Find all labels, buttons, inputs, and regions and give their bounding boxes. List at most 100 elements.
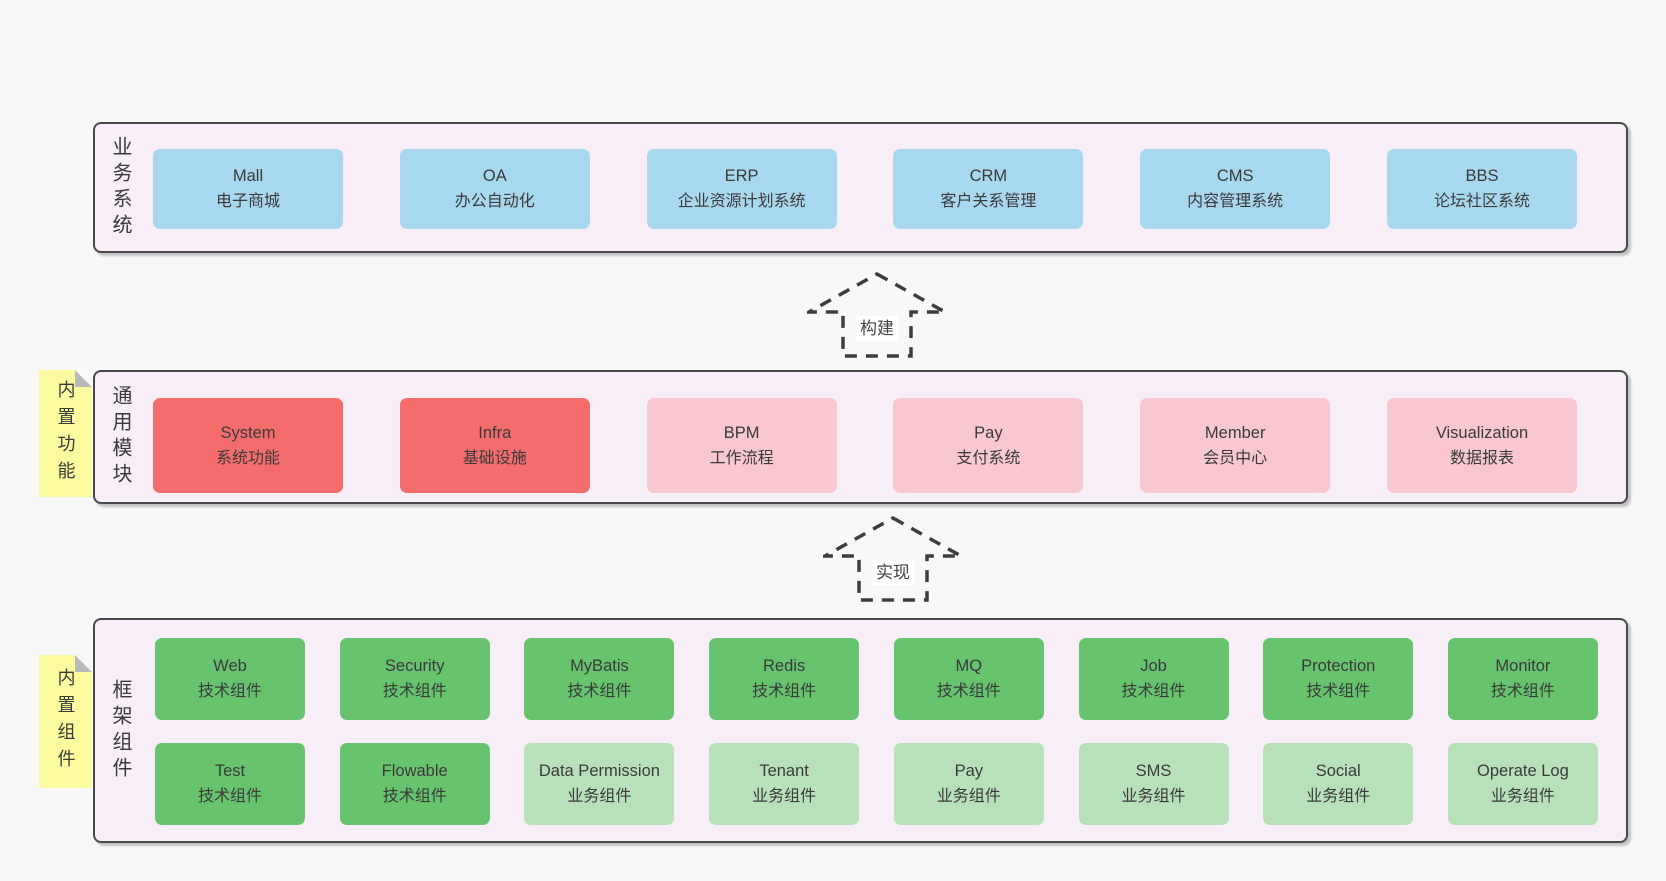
box-subtitle: 技术组件	[752, 683, 817, 700]
box-title: Job	[1140, 657, 1167, 675]
box-system: System 系统功能	[153, 398, 343, 493]
box-title: ERP	[724, 167, 759, 185]
box-subtitle: 技术组件	[936, 683, 1001, 700]
box-bpm: BPM 工作流程	[646, 398, 837, 493]
box-crm: CRM 客户关系管理	[893, 149, 1084, 229]
box-mall: Mall 电子商城	[153, 149, 343, 229]
box-subtitle: 技术组件	[197, 788, 262, 805]
box-subtitle: 技术组件	[1306, 683, 1371, 700]
box-title: CRM	[969, 167, 1008, 185]
box-title: Data Permission	[538, 762, 660, 780]
build-arrow-label: 构建	[856, 316, 898, 341]
box-cms: CMS 内容管理系统	[1140, 149, 1331, 229]
box-subtitle: 业务组件	[1490, 788, 1555, 805]
box-subtitle: 技术组件	[1490, 683, 1555, 700]
box-subtitle: 技术组件	[1121, 683, 1186, 700]
box-subtitle: 内容管理系统	[1187, 193, 1284, 210]
box-subtitle: 客户关系管理	[940, 193, 1037, 210]
box-data-permission: Data Permission 业务组件	[524, 743, 675, 825]
box-infra: Infra 基础设施	[399, 398, 590, 493]
box-subtitle: 业务组件	[567, 788, 632, 805]
box-subtitle: 企业资源计划系统	[677, 193, 806, 210]
box-title: BPM	[723, 423, 760, 442]
box-mybatis: MyBatis 技术组件	[524, 638, 675, 720]
box-sms: SMS 业务组件	[1078, 743, 1229, 825]
box-social: Social 业务组件	[1263, 743, 1414, 825]
box-subtitle: 支付系统	[956, 449, 1021, 467]
business-box-row: Mall 电子商城 OA 办公自动化 ERP 企业资源计划系统 CRM 客户关系管理 CMS 内容…	[153, 149, 1577, 229]
layer-modules-label: 通用模块	[109, 385, 131, 489]
box-title: Protection	[1301, 657, 1376, 675]
box-title: Flowable	[381, 762, 448, 780]
modules-box-row: System 系统功能 Infra 基础设施 BPM 工作流程 Pay 支付系统 Member 会…	[153, 398, 1577, 493]
box-subtitle: 数据报表	[1449, 449, 1514, 467]
box-tenant: Tenant 业务组件	[709, 743, 860, 825]
box-title: MQ	[955, 657, 983, 675]
box-redis: Redis 技术组件	[709, 638, 860, 720]
box-job: Job 技术组件	[1078, 638, 1229, 720]
implement-arrow: 实现	[823, 516, 963, 602]
box-pay: Pay 支付系统	[893, 398, 1084, 493]
sticky-builtin-features-label: 内置功能	[55, 379, 76, 488]
box-title: SMS	[1135, 762, 1172, 780]
box-subtitle: 技术组件	[382, 788, 447, 805]
box-subtitle: 技术组件	[382, 683, 447, 700]
box-title: Tenant	[759, 762, 809, 780]
box-title: Test	[214, 762, 246, 780]
sticky-builtin-components-label: 内置组件	[55, 667, 76, 776]
box-subtitle: 会员中心	[1203, 449, 1268, 467]
sticky-note-builtin-features: 内置功能	[39, 370, 92, 497]
box-title: MyBatis	[570, 657, 629, 675]
box-title: Social	[1315, 762, 1361, 780]
box-title: Infra	[478, 423, 512, 442]
box-visualization: Visualization 数据报表	[1386, 398, 1577, 493]
box-title: Monitor	[1495, 657, 1551, 675]
box-oa: OA 办公自动化	[399, 149, 590, 229]
box-test: Test 技术组件	[155, 743, 305, 825]
box-protection: Protection 技术组件	[1263, 638, 1414, 720]
box-pay: Pay 业务组件	[893, 743, 1044, 825]
box-title: Web	[213, 657, 247, 675]
box-subtitle: 业务组件	[1306, 788, 1371, 805]
box-monitor: Monitor 技术组件	[1447, 638, 1598, 720]
box-subtitle: 办公自动化	[454, 193, 535, 210]
box-title: Member	[1204, 423, 1266, 442]
implement-arrow-label: 实现	[872, 560, 914, 585]
box-title: Visualization	[1435, 423, 1529, 442]
layer-business-systems: 业务系统 Mall 电子商城 OA 办公自动化 ERP 企业资源计划系统 CRM 客户关系管理…	[93, 122, 1628, 253]
box-subtitle: 技术组件	[567, 683, 632, 700]
box-subtitle: 电子商城	[215, 193, 280, 210]
box-subtitle: 业务组件	[1121, 788, 1186, 805]
box-title: System	[220, 423, 276, 442]
box-title: Pay	[954, 762, 984, 780]
up-arrow-icon	[807, 272, 947, 358]
box-title: OA	[482, 167, 507, 185]
box-title: BBS	[1465, 167, 1499, 185]
box-subtitle: 技术组件	[197, 683, 262, 700]
box-subtitle: 业务组件	[936, 788, 1001, 805]
sticky-note-builtin-components: 内置组件	[39, 655, 92, 788]
build-arrow: 构建	[807, 272, 947, 358]
box-title: Redis	[763, 657, 806, 675]
box-subtitle: 系统功能	[215, 449, 280, 467]
box-member: Member 会员中心	[1140, 398, 1331, 493]
box-security: Security 技术组件	[339, 638, 490, 720]
box-subtitle: 基础设施	[462, 449, 527, 467]
box-mq: MQ 技术组件	[893, 638, 1044, 720]
box-subtitle: 工作流程	[709, 449, 774, 467]
layer-common-modules: 通用模块 System 系统功能 Infra 基础设施 BPM 工作流程 Pay 支付系统 Me…	[93, 370, 1628, 504]
box-title: Pay	[974, 423, 1003, 442]
box-web: Web 技术组件	[155, 638, 305, 720]
box-title: Security	[384, 657, 445, 675]
layer-business-label: 业务系统	[109, 135, 131, 240]
box-title: Mall	[232, 167, 264, 185]
box-title: Operate Log	[1477, 762, 1569, 780]
box-subtitle: 业务组件	[752, 788, 817, 805]
box-title: CMS	[1216, 167, 1254, 185]
layer-components-label: 框架组件	[109, 678, 131, 783]
